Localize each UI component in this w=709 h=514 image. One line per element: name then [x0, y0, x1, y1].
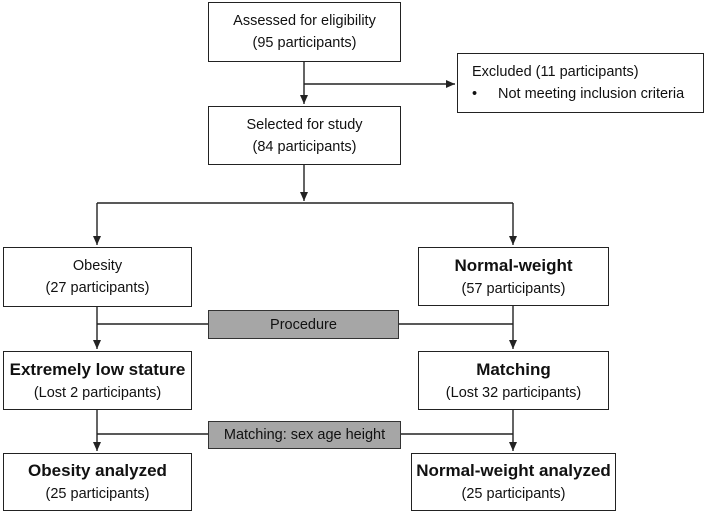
low-stature-title: Extremely low stature: [9, 359, 186, 379]
matching-count: (Lost 32 participants): [445, 384, 582, 401]
excluded-title: Excluded (11 participants): [472, 64, 639, 80]
normal-weight-box: Normal-weight (57 participants): [418, 247, 609, 306]
obesity-analyzed-box: Obesity analyzed (25 participants): [3, 453, 192, 511]
normal-weight-analyzed-box: Normal-weight analyzed (25 participants): [411, 453, 616, 511]
normal-weight-title: Normal-weight: [454, 255, 573, 275]
procedure-label: Procedure: [270, 316, 337, 333]
excluded-reason: Not meeting inclusion criteria: [498, 86, 685, 102]
normal-weight-analyzed-count: (25 participants): [461, 486, 566, 502]
normal-weight-analyzed-title: Normal-weight analyzed: [416, 461, 611, 480]
matching-criteria-box: Matching: sex age height: [208, 421, 401, 449]
procedure-box: Procedure: [208, 310, 399, 339]
assessed-title: Assessed for eligibility: [233, 13, 376, 29]
low-stature-count: (Lost 2 participants): [33, 384, 162, 401]
normal-weight-count: (57 participants): [461, 280, 566, 297]
obesity-analyzed-count: (25 participants): [45, 486, 150, 502]
bullet-icon: •: [472, 86, 478, 102]
excluded-box: Excluded (11 participants) • Not meeting…: [457, 53, 704, 113]
selected-count: (84 participants): [252, 138, 357, 155]
selected-box: Selected for study (84 participants): [208, 106, 401, 165]
matching-criteria-label: Matching: sex age height: [223, 427, 386, 443]
assessed-count: (95 participants): [252, 35, 357, 51]
low-stature-box: Extremely low stature (Lost 2 participan…: [3, 351, 192, 410]
selected-title: Selected for study: [246, 116, 363, 133]
matching-title: Matching: [476, 359, 551, 379]
obesity-count: (27 participants): [45, 280, 150, 296]
matching-box: Matching (Lost 32 participants): [418, 351, 609, 410]
excluded-reason-item: • Not meeting inclusion criteria: [472, 83, 684, 105]
assessed-box: Assessed for eligibility (95 participant…: [208, 2, 401, 62]
obesity-title: Obesity: [72, 258, 123, 274]
obesity-box: Obesity (27 participants): [3, 247, 192, 307]
obesity-analyzed-title: Obesity analyzed: [28, 461, 167, 480]
